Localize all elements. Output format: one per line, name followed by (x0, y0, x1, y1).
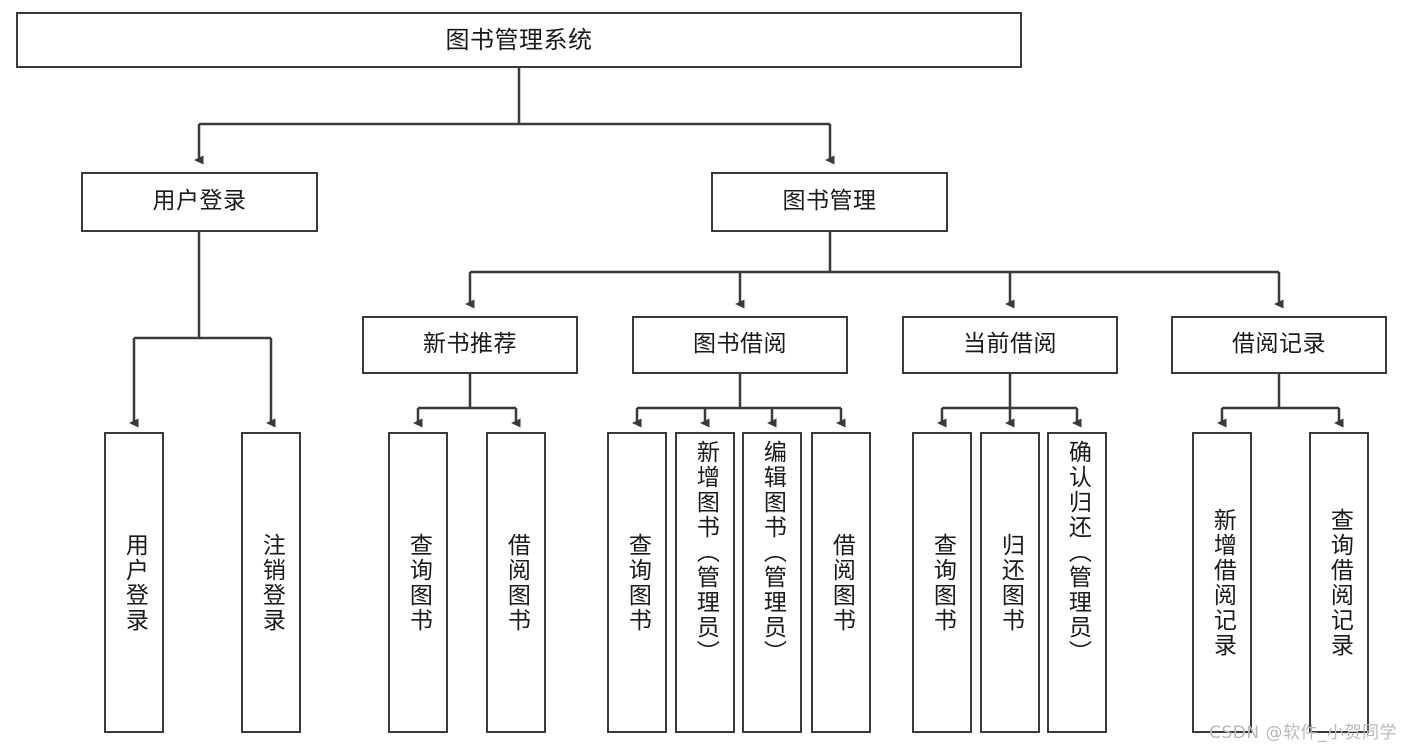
node-current-borrow-label: 当前借阅 (963, 331, 1057, 358)
node-book-management-label: 图书管理 (782, 188, 877, 215)
node-leaf-user-login-label: 用户登录 (121, 532, 148, 633)
node-leaf-query-borrow-record[interactable]: 查询借阅记录 (1309, 432, 1369, 733)
node-borrow-record[interactable]: 借阅记录 (1171, 316, 1387, 374)
node-new-book-recommend[interactable]: 新书推荐 (362, 316, 578, 374)
node-leaf-borrow-book-1[interactable]: 借阅图书 (486, 432, 546, 733)
node-leaf-add-book[interactable]: 新增图书（管理员） (675, 432, 735, 733)
node-leaf-add-borrow-record[interactable]: 新增借阅记录 (1192, 432, 1252, 733)
node-leaf-logout[interactable]: 注销登录 (241, 432, 301, 733)
node-leaf-query-borrow-record-label: 查询借阅记录 (1326, 507, 1353, 658)
node-leaf-return-book[interactable]: 归还图书 (980, 432, 1040, 733)
csdn-watermark: CSDN @软件_小贺同学 (1209, 723, 1397, 743)
node-root-label: 图书管理系统 (445, 25, 593, 54)
node-leaf-query-book-3-label: 查询图书 (929, 532, 956, 633)
node-user-login-label: 用户登录 (152, 188, 247, 215)
node-book-management[interactable]: 图书管理 (711, 172, 948, 232)
node-book-borrow-label: 图书借阅 (693, 331, 787, 358)
node-leaf-query-book-3[interactable]: 查询图书 (912, 432, 972, 733)
node-leaf-borrow-book-1-label: 借阅图书 (503, 532, 530, 633)
node-leaf-query-book-2-label: 查询图书 (624, 532, 651, 633)
node-leaf-user-login[interactable]: 用户登录 (104, 432, 164, 733)
node-borrow-record-label: 借阅记录 (1232, 331, 1326, 358)
node-leaf-edit-book-label: 编辑图书（管理员） (759, 440, 786, 665)
node-leaf-confirm-return-label: 确认归还（管理员） (1064, 440, 1091, 665)
node-current-borrow[interactable]: 当前借阅 (902, 316, 1118, 374)
node-leaf-return-book-label: 归还图书 (997, 532, 1024, 633)
node-user-login[interactable]: 用户登录 (81, 172, 318, 232)
node-leaf-add-book-label: 新增图书（管理员） (692, 440, 719, 665)
node-leaf-add-borrow-record-label: 新增借阅记录 (1209, 507, 1236, 658)
node-book-borrow[interactable]: 图书借阅 (632, 316, 848, 374)
node-leaf-query-book-2[interactable]: 查询图书 (607, 432, 667, 733)
node-leaf-borrow-book-2-label: 借阅图书 (828, 532, 855, 633)
node-leaf-query-book-1-label: 查询图书 (405, 532, 432, 633)
node-leaf-logout-label: 注销登录 (258, 532, 285, 633)
node-leaf-borrow-book-2[interactable]: 借阅图书 (811, 432, 871, 733)
node-leaf-query-book-1[interactable]: 查询图书 (388, 432, 448, 733)
node-leaf-confirm-return[interactable]: 确认归还（管理员） (1047, 432, 1107, 733)
node-new-book-recommend-label: 新书推荐 (423, 331, 517, 358)
node-root-book-management-system[interactable]: 图书管理系统 (16, 12, 1022, 68)
node-leaf-edit-book[interactable]: 编辑图书（管理员） (742, 432, 802, 733)
